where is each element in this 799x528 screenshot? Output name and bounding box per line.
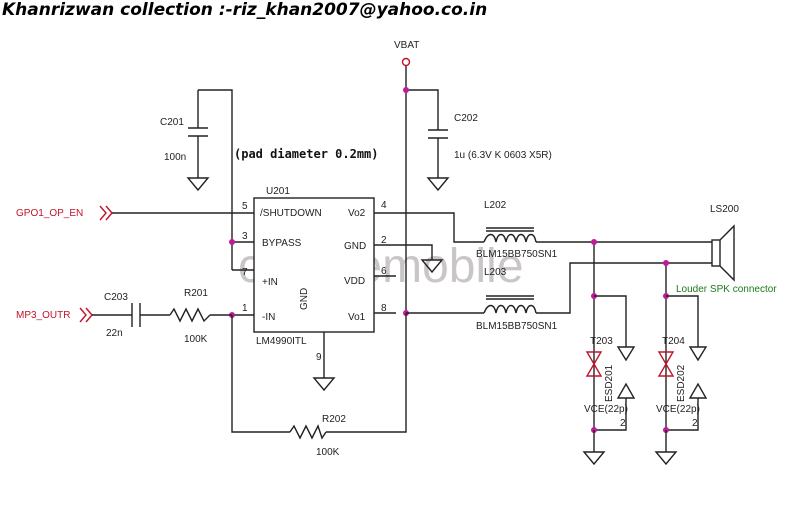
- esd201-diode-top: [616, 346, 636, 362]
- pin-6-num: 6: [381, 266, 387, 277]
- pin-minus-in-name: -IN: [262, 312, 275, 323]
- vbat-label: VBAT: [394, 40, 419, 51]
- speaker-magnet: [711, 239, 721, 267]
- feedback-wire: [231, 313, 407, 433]
- l203-ref: L203: [484, 267, 507, 278]
- collection-credit: Khanrizwan collection :-riz_khan2007@yah…: [2, 0, 488, 20]
- pin-vdd-name: VDD: [344, 276, 365, 287]
- esd201-pin: 2: [620, 418, 626, 429]
- t203-ref: T203: [590, 336, 613, 347]
- esd201-bottom-wire: [594, 398, 627, 431]
- esd201-value: VCE(22p): [584, 404, 628, 415]
- pin-vo1-name: Vo1: [348, 312, 366, 323]
- vo2-wire: [396, 212, 484, 243]
- ic-right-pin-lines: [374, 212, 396, 314]
- c203-value: 22n: [106, 328, 123, 339]
- c202-value: 1u (6.3V K 0603 X5R): [454, 150, 552, 161]
- ground-symbol-esd201: [582, 451, 606, 466]
- ic-part: LM4990ITL: [256, 336, 307, 347]
- pin-bypass-name: BYPASS: [262, 238, 302, 249]
- pin-3-num: 3: [242, 231, 248, 242]
- pin-4-num: 4: [381, 200, 387, 211]
- speaker-cone: [719, 224, 735, 282]
- ic-ref: U201: [266, 186, 290, 197]
- c202-wire: [406, 89, 439, 130]
- ground-symbol-ic: [312, 377, 336, 392]
- esd202-diode-top: [688, 346, 708, 362]
- esd202-pin: 2: [692, 418, 698, 429]
- ground-symbol-c201: [186, 177, 210, 192]
- pin-1-num: 1: [242, 303, 248, 314]
- r201-value: 100K: [184, 334, 208, 345]
- ground-symbol-c202: [426, 177, 450, 192]
- c203-ref: C203: [104, 292, 128, 303]
- l203-out-wire: [536, 262, 712, 314]
- t204-tvs-diode: [657, 351, 675, 377]
- junction-dot: [403, 87, 409, 93]
- ic-u201-body: [253, 197, 375, 333]
- junction-dot: [663, 260, 669, 266]
- c202-capacitor: [428, 129, 448, 178]
- esd-tie-wires: [593, 242, 667, 430]
- c201-value: 100n: [164, 152, 186, 163]
- l202-inductor: [483, 233, 537, 243]
- speaker-connector-label: Louder SPK connector: [676, 284, 777, 295]
- c202-ref: C202: [454, 113, 478, 124]
- junction-dot: [591, 239, 597, 245]
- l202-value: BLM15BB750SN1: [476, 249, 558, 260]
- l202-ref: L202: [484, 200, 507, 211]
- esd202-top-wire: [666, 295, 699, 347]
- pin-5-num: 5: [242, 201, 248, 212]
- pad-diameter-note: (pad diameter 0.2mm): [234, 147, 379, 161]
- c201-ref: C201: [160, 117, 184, 128]
- pin-vo2-name: Vo2: [348, 208, 366, 219]
- r201-resistor: [169, 307, 211, 323]
- esd202-diode-bottom: [688, 382, 708, 399]
- vbat-terminal: [401, 57, 411, 67]
- c203-capacitor: [131, 303, 141, 327]
- pin-2-num: 2: [381, 235, 387, 246]
- l203-core: [486, 295, 534, 300]
- esd201-top-wire: [594, 295, 627, 347]
- esd202-value: VCE(22p): [656, 404, 700, 415]
- ground-symbol-pin2: [420, 259, 444, 274]
- junction-dot: [229, 239, 235, 245]
- pin-shutdown-name: /SHUTDOWN: [260, 208, 322, 219]
- pin-9-num: 9: [316, 352, 322, 363]
- speaker-ref: LS200: [710, 204, 739, 215]
- esd201-diode-bottom: [616, 382, 636, 399]
- mp3-connector-arrow: [79, 307, 93, 323]
- r202-resistor: [289, 424, 327, 440]
- gnd-pin2-wire: [396, 244, 433, 260]
- pin-8-num: 8: [381, 303, 387, 314]
- r202-ref: R202: [322, 414, 346, 425]
- c201-capacitor: [188, 90, 208, 178]
- esd202-bottom-wire: [666, 398, 699, 431]
- l203-value: BLM15BB750SN1: [476, 321, 558, 332]
- esd202-ref: ESD202: [676, 364, 687, 402]
- r201-ref: R201: [184, 288, 208, 299]
- esd201-ref: ESD201: [604, 364, 615, 402]
- l202-core: [486, 227, 534, 232]
- pin-plus-in-name: +IN: [262, 277, 278, 288]
- ground-symbol-esd202: [654, 451, 678, 466]
- gpo-signal-label: GPO1_OP_EN: [16, 208, 83, 219]
- t203-tvs-diode: [585, 351, 603, 377]
- pin-7-num: 7: [242, 267, 248, 278]
- t204-ref: T204: [662, 336, 685, 347]
- ic-left-pin-lines: [232, 212, 254, 316]
- l203-inductor: [483, 304, 537, 314]
- gpo-connector-arrow: [99, 205, 113, 221]
- bypass-wire: [198, 89, 233, 270]
- pin-gnd-name: GND: [344, 241, 366, 252]
- mp3-signal-label: MP3_OUTR: [16, 310, 70, 321]
- r202-value: 100K: [316, 447, 340, 458]
- pin-gnd-bottom-name: GND: [299, 288, 310, 310]
